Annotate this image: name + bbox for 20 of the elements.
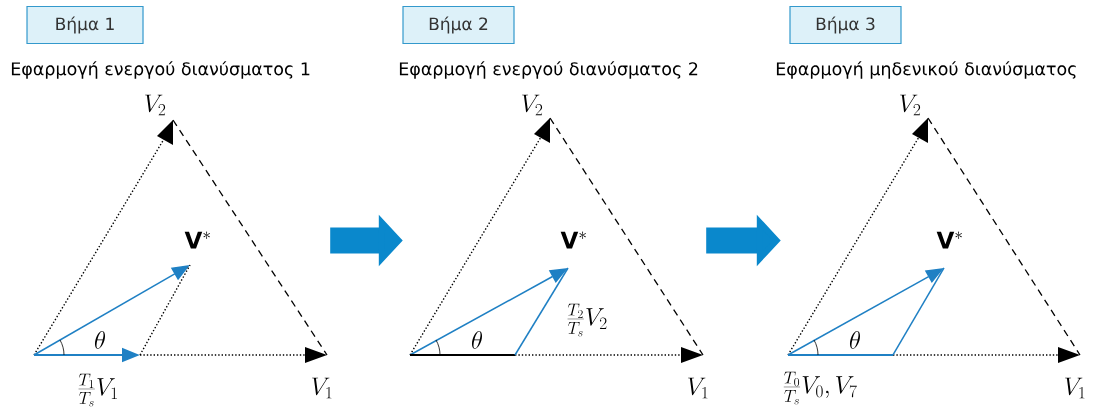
formula-label: $\frac{T_1}{T_s}V_1$	[78, 373, 117, 407]
angle-label: $\theta$	[95, 331, 105, 349]
angle-label: $\theta$	[849, 331, 860, 349]
vector-diagram-drawing	[33, 119, 328, 363]
formula-label: $\frac{T_2}{T_s}V_2$	[567, 303, 607, 337]
step-subtitle: Εφαρμογή μηδενικού διανύσματος	[776, 61, 1076, 79]
vector-diagram-drawing	[787, 117, 1081, 363]
vector-label: $V_1$	[688, 377, 708, 399]
step-subtitle: Εφαρμογή ενεργού διανύσματος 2	[399, 61, 698, 79]
step-box: Βήμα 3	[789, 5, 902, 45]
vector-label: $\mathbf{V}^{*}$	[184, 231, 210, 249]
vector-label: $\mathbf{V}^{*}$	[560, 231, 586, 249]
step-subtitle: Εφαρμογή ενεργού διανύσματος 1	[11, 61, 310, 79]
vector-label: $\mathbf{V}^{*}$	[936, 231, 962, 249]
step-box: Βήμα 2	[402, 5, 515, 45]
angle-label: $\theta$	[472, 331, 482, 349]
vector-diagram-drawing	[409, 117, 704, 363]
step-box: Βήμα 1	[26, 5, 144, 45]
vector-label: $V_1$	[312, 377, 332, 399]
vector-label: $V_1$	[1065, 377, 1085, 399]
